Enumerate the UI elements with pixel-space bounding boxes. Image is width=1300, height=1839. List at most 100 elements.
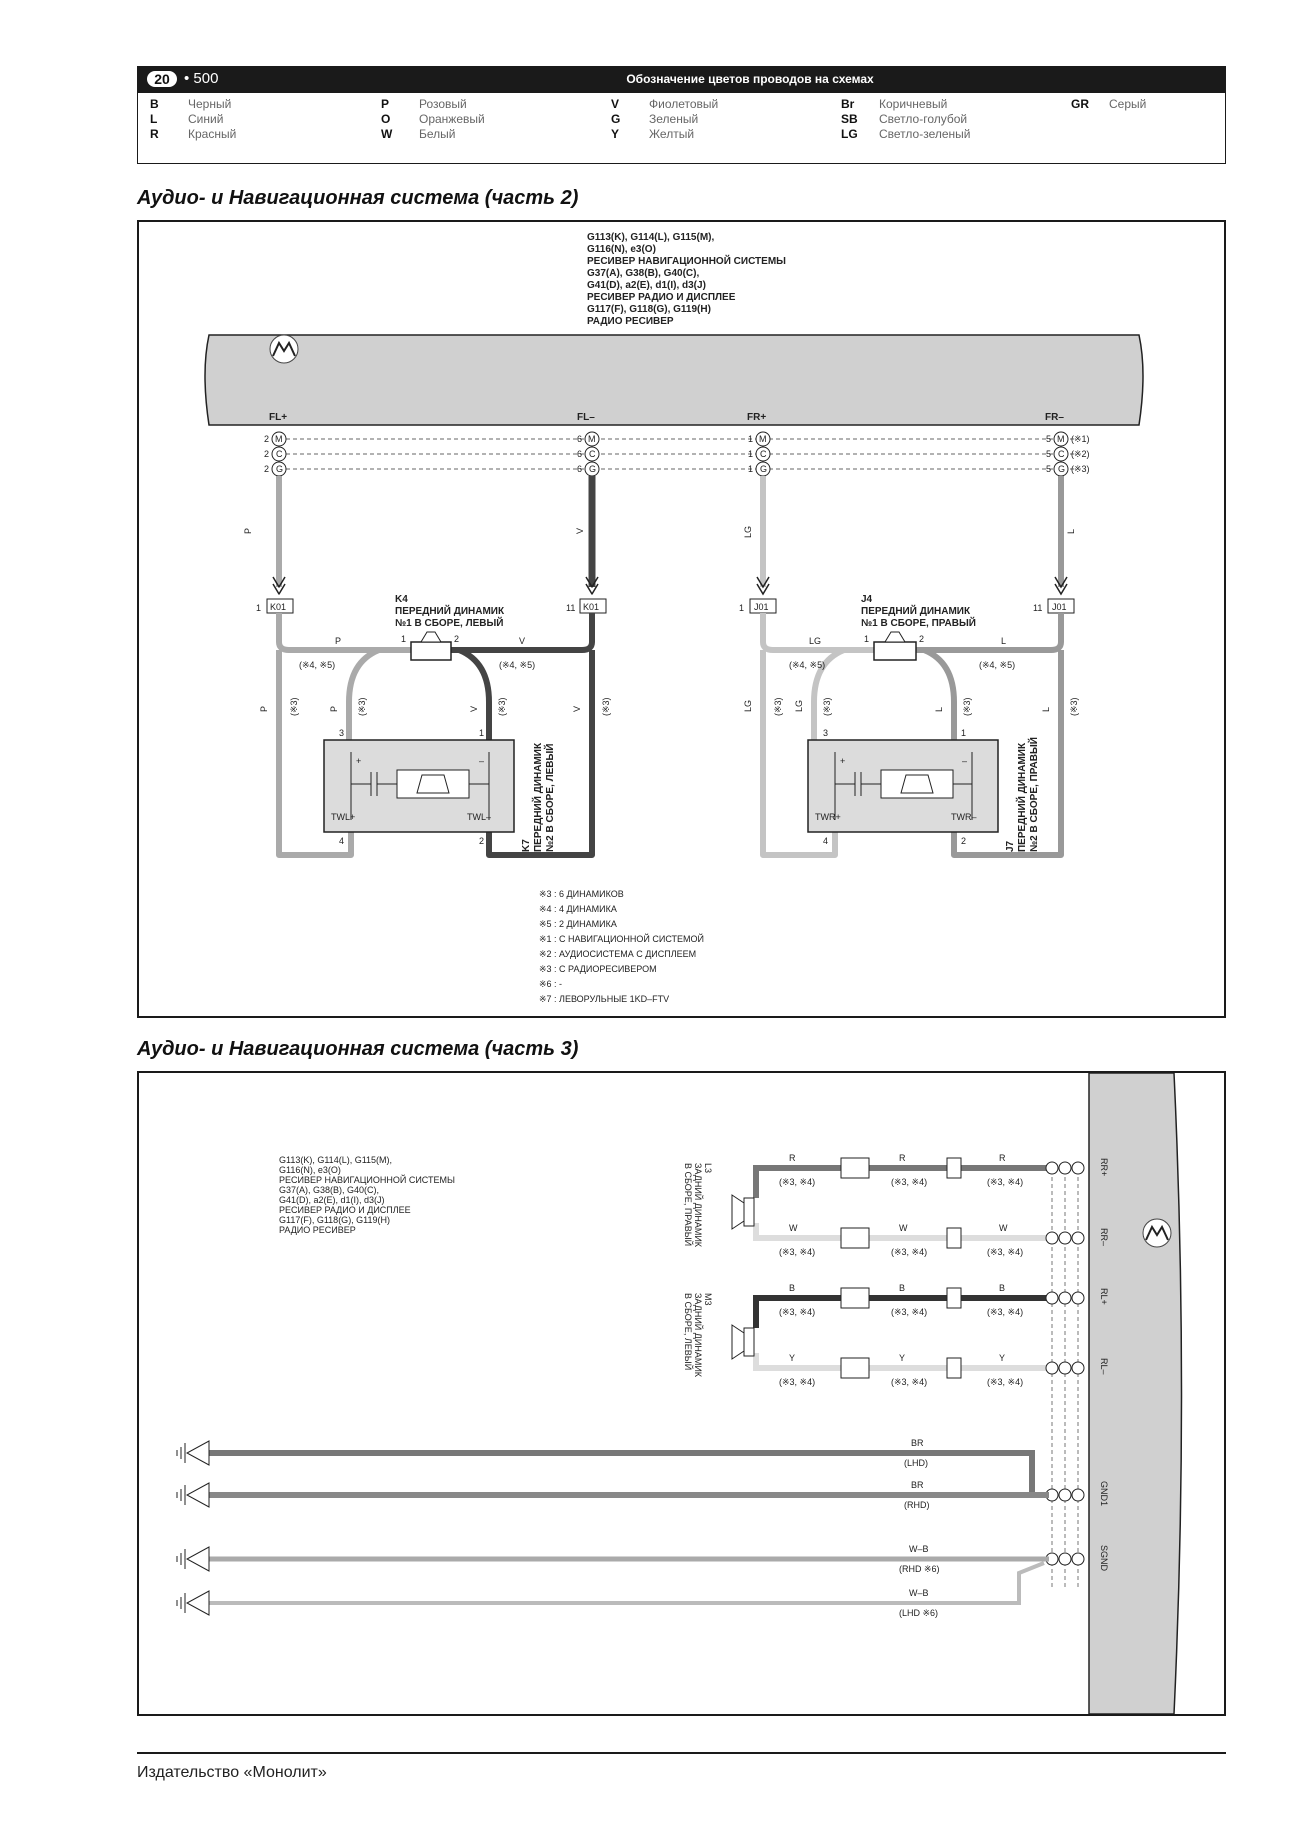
svg-text:M: M [275,434,283,444]
connector-bus-lines [1051,1163,1079,1588]
svg-text:ЗАДНИЙ ДИНАМИК: ЗАДНИЙ ДИНАМИК [693,1163,704,1248]
svg-text:G37(A), G38(B), G40(C),: G37(A), G38(B), G40(C), [279,1185,379,1195]
wire-note: (※3) [497,697,507,716]
footer-divider [137,1752,1226,1754]
svg-text:(RHD ※6): (RHD ※6) [899,1564,940,1574]
svg-text:R: R [999,1153,1006,1163]
svg-text:1: 1 [479,728,484,738]
terminal-fr-minus: FR– [1045,412,1064,423]
rear-speaker-wires [753,1165,1049,1371]
svg-text:1: 1 [256,603,261,613]
wire-label: L [1041,707,1051,712]
connector-pins: MCG 222 MCG 666 MCG 111 MCG 555 (※1)(※2)… [264,431,1090,477]
svg-text:B: B [999,1283,1005,1293]
svg-text:M: M [759,434,767,444]
svg-text:(※3, ※4): (※3, ※4) [987,1247,1023,1257]
svg-text:※3 : С РАДИОРЕСИВЕРОМ: ※3 : С РАДИОРЕСИВЕРОМ [539,964,657,974]
svg-text:W–B: W–B [909,1544,929,1554]
part3-title: Аудио- и Навигационная система (часть 3) [137,1038,579,1060]
wire-note: (※3) [601,697,611,716]
svg-text:BR: BR [911,1438,924,1448]
svg-text:C: C [1058,449,1065,459]
svg-text:(※3, ※4): (※3, ※4) [891,1307,927,1317]
svg-text:(※1): (※1) [1071,434,1090,444]
svg-text:РЕСИВЕР РАДИО И ДИСПЛЕЕ: РЕСИВЕР РАДИО И ДИСПЛЕЕ [279,1205,411,1215]
svg-text:1: 1 [739,603,744,613]
svg-text:(RHD): (RHD) [904,1500,930,1510]
speaker-icon-l3 [731,1194,755,1230]
connector-bus-lines [286,438,1074,470]
svg-text:J01: J01 [1052,602,1067,612]
svg-text:ПЕРЕДНИЙ ДИНАМИК: ПЕРЕДНИЙ ДИНАМИК [861,604,971,617]
wire-label: LG [794,700,804,712]
svg-text:TWL–: TWL– [467,812,491,822]
svg-text:РАДИО РЕСИВЕР: РАДИО РЕСИВЕР [279,1225,356,1235]
wire-label: L [934,707,944,712]
svg-text:W: W [899,1223,908,1233]
svg-text:11: 11 [1033,603,1042,613]
ground-wires [209,1450,1049,1605]
svg-text:(※3, ※4): (※3, ※4) [987,1177,1023,1187]
svg-text:2: 2 [919,634,924,644]
terminal-fl-minus: FL– [577,412,595,423]
wire-color-fr-minus: L [1066,529,1076,534]
svg-text:1: 1 [748,449,753,459]
svg-text:РАДИО РЕСИВЕР: РАДИО РЕСИВЕР [587,316,674,327]
page-number-value: 500 [193,70,219,87]
svg-text:2: 2 [454,634,459,644]
svg-text:+: + [840,756,845,766]
junction-j01-b: J01 11 [1033,598,1075,614]
ground-wire-labels: BR (LHD) BR (RHD) W–B (RHD ※6) W–B (LHD … [899,1438,940,1618]
svg-text:Y: Y [999,1353,1005,1363]
svg-text:B: B [789,1283,795,1293]
inline-connectors [840,1157,962,1379]
header-bar [137,66,1226,92]
svg-text:4: 4 [339,836,344,846]
svg-text:M: M [1057,434,1065,444]
svg-text:2: 2 [264,464,269,474]
part2-title: Аудио- и Навигационная система (часть 2) [137,187,579,209]
svg-text:M3: M3 [703,1293,713,1306]
speaker-label-j4: J4 ПЕРЕДНИЙ ДИНАМИК №1 В СБОРЕ, ПРАВЫЙ [861,594,976,629]
terminal-rl-plus: RL+ [1099,1288,1109,1305]
svg-text:2: 2 [961,836,966,846]
svg-text:G116(N), e3(O): G116(N), e3(O) [587,244,656,255]
pin-column-fl-minus: MCG 666 [577,431,600,477]
speaker-label-k4: K4 ПЕРЕДНИЙ ДИНАМИК №1 В СБОРЕ, ЛЕВЫЙ [395,594,505,629]
wire-note: (※3) [357,697,367,716]
svg-text:B: B [899,1283,905,1293]
part3-unit-label: G113(K), G114(L), G115(M), G116(N), e3(O… [279,1155,455,1235]
svg-text:(※2): (※2) [1071,449,1090,459]
svg-text:※3 : 6 ДИНАМИКОВ: ※3 : 6 ДИНАМИКОВ [539,889,624,899]
wire-harness-left [272,476,599,595]
header-title: Обозначение цветов проводов на схемах [626,72,874,86]
svg-text:ПЕРЕДНИЙ ДИНАМИК: ПЕРЕДНИЙ ДИНАМИК [1015,742,1028,852]
wire-note: (※4, ※5) [299,660,335,670]
logo-icon [1142,1218,1172,1248]
svg-text:G41(D), a2(E), d1(I), d3(J): G41(D), a2(E), d1(I), d3(J) [587,280,706,291]
terminal-rr-plus: RR+ [1099,1158,1109,1176]
speaker-icon-j4: 1 2 [864,631,924,661]
svg-text:G113(K), G114(L), G115(M),: G113(K), G114(L), G115(M), [587,232,714,243]
svg-text:M: M [588,434,596,444]
tweeter-right-label: J7 ПЕРЕДНИЙ ДИНАМИК №2 В СБОРЕ, ПРАВЫЙ [1005,737,1040,852]
svg-text:K4: K4 [395,594,408,605]
part3-diagram: G113(K), G114(L), G115(M), G116(N), e3(O… [176,1072,1183,1715]
part3-frame: G113(K), G114(L), G115(M), G116(N), e3(O… [137,1071,1226,1716]
svg-text:C: C [760,449,767,459]
svg-text:W: W [789,1223,798,1233]
svg-text:※1 : С НАВИГАЦИОННОЙ СИСТЕМОЙ: ※1 : С НАВИГАЦИОННОЙ СИСТЕМОЙ [539,933,704,944]
svg-text:№1 В СБОРЕ, ПРАВЫЙ: №1 В СБОРЕ, ПРАВЫЙ [861,616,976,629]
wire-label: LG [809,636,821,646]
svg-text:※2 : АУДИОСИСТЕМА С ДИСПЛЕЕМ: ※2 : АУДИОСИСТЕМА С ДИСПЛЕЕМ [539,949,696,959]
svg-text:2: 2 [264,449,269,459]
